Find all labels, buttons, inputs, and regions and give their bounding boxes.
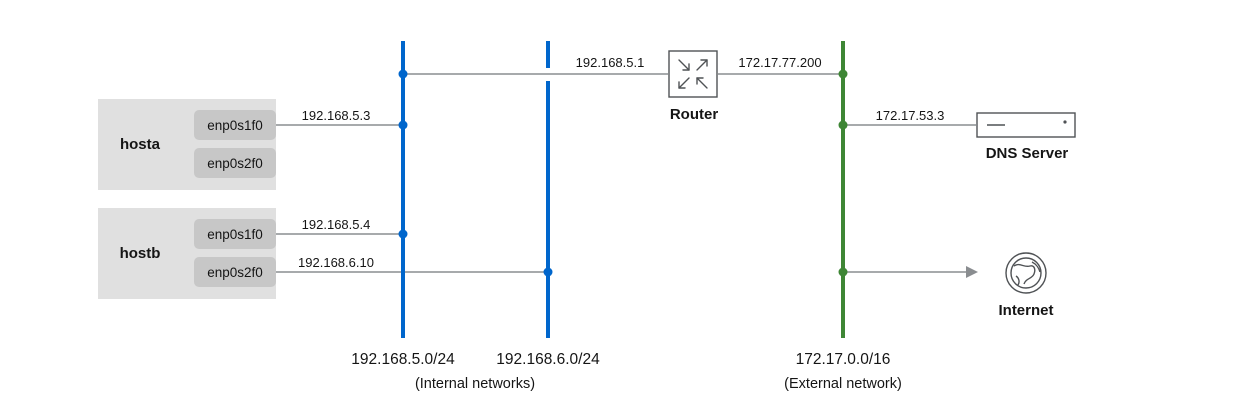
dns-server-label: DNS Server (986, 145, 1069, 162)
connection-dot (398, 69, 408, 79)
host-hosta: hosta enp0s1f0 enp0s2f0 (98, 99, 276, 190)
connection-dot (838, 69, 848, 79)
ip-label: 192.168.5.3 (302, 108, 371, 123)
globe-icon (1005, 252, 1047, 294)
internet-label: Internet (998, 302, 1053, 319)
router-label: Router (670, 106, 718, 123)
network-label: 192.168.5.0/24 (351, 351, 455, 368)
ip-label: 192.168.5.4 (302, 217, 371, 232)
host-name: hosta (120, 136, 161, 153)
interface-box (194, 257, 276, 287)
router-icon (668, 50, 718, 98)
ip-label: 172.17.77.200 (738, 55, 821, 70)
network-label: 172.17.0.0/16 (796, 351, 891, 368)
network-caption: (External network) (784, 376, 902, 392)
ip-label: 172.17.53.3 (876, 108, 945, 123)
connection-dot (398, 229, 408, 239)
host-hostb: hostb enp0s1f0 enp0s2f0 (98, 208, 276, 299)
interface-label: enp0s1f0 (207, 227, 263, 242)
connection-dot (398, 120, 408, 130)
interface-label: enp0s1f0 (207, 118, 263, 133)
network-caption: (Internal networks) (415, 376, 535, 392)
network-label: 192.168.6.0/24 (496, 351, 600, 368)
connection-dot (838, 120, 848, 130)
interface-box (194, 110, 276, 140)
interface-box (194, 219, 276, 249)
host-name: hostb (120, 245, 161, 262)
arrow-to-internet-icon (966, 266, 978, 278)
interface-label: enp0s2f0 (207, 156, 263, 171)
dns-server-icon (976, 112, 1076, 138)
interface-label: enp0s2f0 (207, 265, 263, 280)
ip-label: 192.168.6.10 (298, 255, 374, 270)
connection-dot (543, 267, 553, 277)
interface-box (194, 148, 276, 178)
ip-label: 192.168.5.1 (576, 55, 645, 70)
connection-dot (838, 267, 848, 277)
